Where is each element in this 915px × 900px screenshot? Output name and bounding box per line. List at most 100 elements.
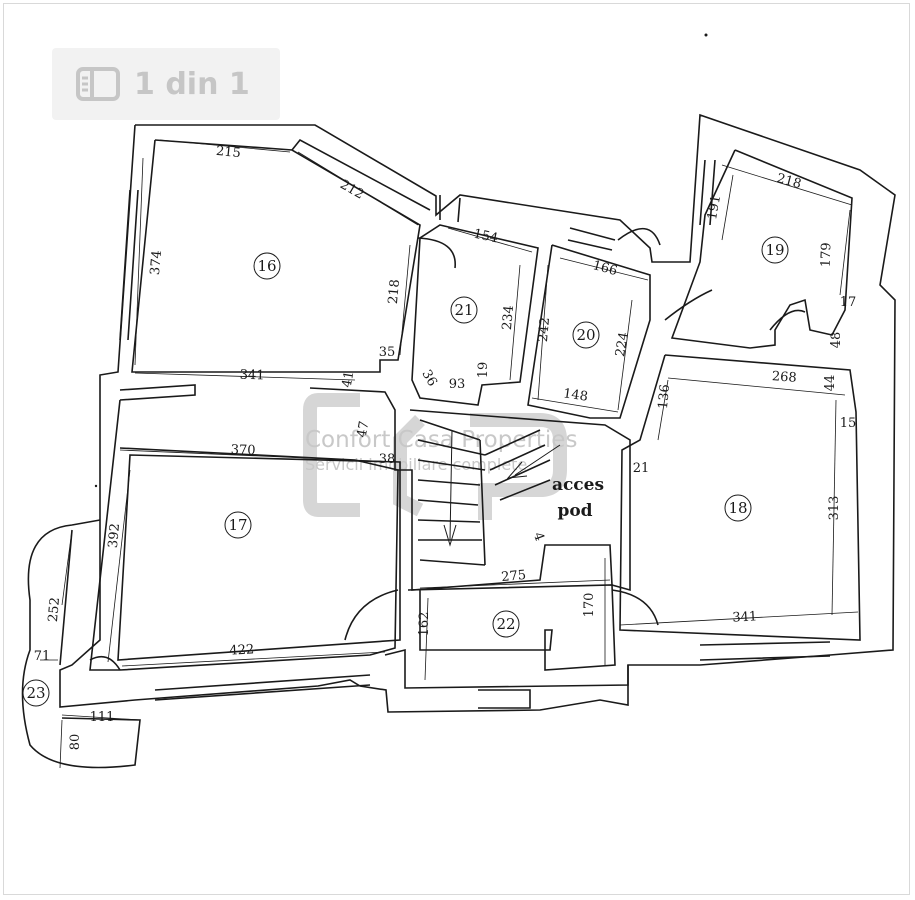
dimension-label: 215 [215, 144, 241, 162]
window-16 [119, 189, 139, 341]
dimension-label: 252 [46, 597, 63, 623]
room-labels [22, 236, 789, 707]
door-22-17 [344, 589, 399, 641]
door-19-18 [664, 289, 713, 321]
dimension-label: 422 [229, 642, 255, 658]
dimension-label: 36 [418, 367, 439, 389]
dimension-label: 166 [591, 258, 619, 279]
room-23-circle [22, 679, 50, 707]
door-19-balc [769, 309, 806, 331]
dimension-label: 41 [340, 370, 358, 389]
dimension-label: 374 [148, 250, 165, 276]
dimension-label: 224 [613, 331, 632, 358]
dimension-label: 15 [840, 416, 857, 431]
room-numbers: 16 21 20 19 17 18 22 23 [26, 241, 784, 702]
window-18 [699, 641, 831, 661]
room-number-20: 20 [576, 326, 595, 344]
wall-17-inner [117, 454, 401, 661]
balcony-23 [21, 519, 141, 769]
marks [94, 33, 708, 488]
dimension-label: 44 [823, 375, 838, 392]
room-22-circle [492, 610, 520, 638]
outer-wall-left [59, 113, 896, 713]
door-22-18 [611, 589, 659, 626]
dimension-label: 71 [34, 649, 51, 664]
hall-22 [407, 584, 616, 671]
dimension-label: 162 [417, 612, 432, 637]
dimension-label: 4 [530, 530, 547, 543]
room-19-circle [761, 236, 789, 264]
dimension-label: 35 [379, 345, 396, 360]
watermark-subtitle: Servicii imobiliare complete [305, 455, 527, 474]
dimension-label: 218 [386, 279, 403, 305]
dimension-label: 148 [562, 386, 589, 404]
dimension-label: 218 [775, 171, 803, 192]
door-16-21 [417, 237, 456, 269]
watermark-title: Confort Casa Properties [305, 427, 577, 453]
dimension-label: 234 [500, 305, 517, 331]
window-20 [567, 227, 616, 251]
watermark: Confort Casa Properties Servicii imobili… [303, 393, 577, 520]
wall-22b [384, 648, 629, 689]
room-number-17: 17 [228, 516, 247, 534]
dimension-label: 19 [476, 362, 491, 379]
page-counter: 1 din 1 [134, 66, 250, 102]
gallery-icon [76, 67, 120, 101]
room-18-circle [724, 494, 752, 522]
dimension-label: 191 [705, 194, 724, 221]
stair-arrows [443, 429, 561, 547]
access-label: acces pod [552, 475, 604, 521]
dimension-label: 48 [829, 332, 844, 349]
room-number-18: 18 [728, 499, 747, 517]
dimension-label: 392 [106, 523, 123, 549]
door-23 [89, 655, 121, 671]
room-16-circle [253, 252, 281, 280]
dimension-label: 47 [355, 420, 373, 439]
dimension-label: 268 [771, 369, 797, 386]
balcony-23-inner [59, 529, 73, 666]
wall-18 [619, 354, 861, 641]
dimension-label: 242 [536, 317, 553, 343]
room-number-22: 22 [496, 615, 515, 633]
access-label-line1: acces [552, 475, 604, 495]
dimension-label: 275 [501, 568, 527, 585]
watermark-logo [303, 393, 360, 517]
dimension-label: 80 [68, 734, 83, 751]
window-19 [699, 159, 716, 226]
dimension-label: 341 [239, 368, 264, 384]
dimension-label: 17 [840, 295, 857, 310]
dimension-label: 136 [656, 384, 673, 410]
window-22 [478, 689, 531, 709]
dimension-label: 38 [379, 452, 396, 467]
dimension-values: 2152123742183413541473837039242225271111… [34, 144, 857, 751]
window-21 [439, 195, 461, 223]
inner-wall-16 [131, 139, 421, 373]
room-number-23: 23 [26, 684, 45, 702]
dimension-label: 93 [449, 377, 466, 392]
dimension-label: 179 [819, 242, 835, 267]
dimension-label: 370 [230, 443, 255, 459]
access-label-line2: pod [557, 501, 592, 521]
dimension-label: 111 [90, 710, 115, 725]
dimension-label: 21 [633, 461, 650, 476]
stair-block [309, 387, 631, 592]
image-frame [3, 3, 910, 895]
window-17 [154, 674, 371, 701]
room-17-circle [224, 511, 252, 539]
door-20-19 [617, 227, 661, 246]
dimension-label: 154 [472, 227, 499, 247]
inner-wall-16b [291, 138, 431, 211]
dimension-label: 341 [732, 609, 758, 625]
room-20-circle [572, 321, 600, 349]
room-number-21: 21 [454, 301, 473, 319]
image-counter[interactable]: 1 din 1 [52, 48, 280, 120]
room-number-19: 19 [765, 241, 784, 259]
room-number-16: 16 [257, 257, 276, 275]
wall-20 [527, 244, 651, 419]
dimension-label: 212 [337, 177, 366, 202]
dimension-label: 313 [827, 496, 842, 521]
wall-21 [411, 224, 539, 406]
walls [21, 113, 896, 769]
dimension-label: 170 [582, 593, 597, 618]
